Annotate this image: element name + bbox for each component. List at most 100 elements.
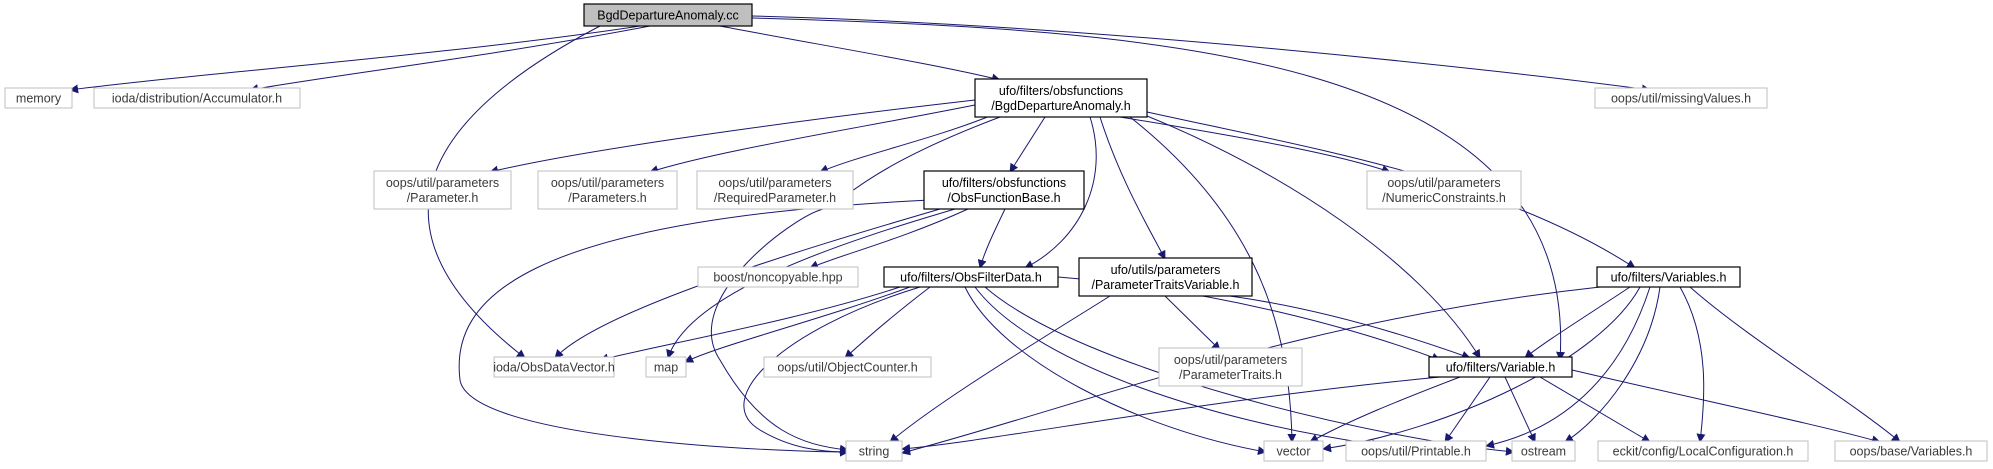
node-label: map [654,361,678,375]
node-label: vector [1276,445,1310,459]
node-label: string [859,445,890,459]
node-label: /Parameter.h [407,191,479,205]
node-string[interactable]: string [845,440,903,462]
edge-root-to-missing [751,15,1651,94]
node-box [696,170,854,210]
node-label: boost/noncopyable.hpp [713,271,842,285]
node-label: ufo/filters/Variable.h [1446,361,1556,375]
node-label: oops/util/missingValues.h [1611,92,1751,106]
node-box [645,356,687,378]
edge-obsfilterdata-to-vector [964,286,1267,456]
node-noncopyable[interactable]: boost/noncopyable.hpp [697,266,859,288]
node-box [1596,266,1741,288]
node-box [1597,440,1809,462]
node-label: ioda/ObsDataVector.h [493,361,615,375]
node-obsfnbase[interactable]: ufo/filters/obsfunctions/ObsFunctionBase… [923,170,1085,210]
node-map[interactable]: map [645,356,687,378]
node-label: ufo/utils/parameters [1111,263,1221,277]
node-pt[interactable]: oops/util/parameters/ParameterTraits.h [1158,347,1303,387]
node-vector[interactable]: vector [1263,440,1324,462]
node-numeric[interactable]: oops/util/parameters/NumericConstraints.… [1366,170,1522,210]
node-label: ostream [1521,445,1566,459]
edge-variables_h-to-printable [1485,286,1651,449]
node-box [845,440,903,462]
edge-ptv-to-variable_h [1229,295,1471,360]
node-label: /ObsFunctionBase.h [947,191,1060,205]
node-box [1594,87,1768,109]
node-label: oops/util/Printable.h [1361,445,1471,459]
node-label: eckit/config/LocalConfiguration.h [1613,445,1794,459]
node-box [537,170,678,210]
edge-obsfilterdata-to-map [684,286,911,363]
node-oopsvariables[interactable]: oops/base/Variables.h [1834,440,1988,462]
node-label: BgdDepartureAnomaly.cc [597,9,739,23]
edge-variable_h-to-localconfig [1539,376,1651,443]
node-label: /Parameters.h [568,191,647,205]
node-label: oops/util/ObjectCounter.h [777,361,917,375]
node-label: /ParameterTraitsVariable.h [1092,278,1240,292]
node-label: oops/util/parameters [551,176,664,190]
node-box [923,170,1085,210]
node-ostream[interactable]: ostream [1511,440,1576,462]
edge-obsfnbase-to-string [458,199,931,457]
edge-root-to-obsfn [719,25,1001,83]
node-label: oops/util/parameters [386,176,499,190]
edge-obsfilterdata-to-objectcounter [844,286,931,359]
node-variables_h[interactable]: ufo/filters/Variables.h [1596,266,1741,288]
node-box [1366,170,1522,210]
node-label: ufo/filters/Variables.h [1611,271,1727,285]
node-box [1834,440,1988,462]
edge-obsfn-to-param [489,99,976,175]
edge-variable_h-to-string [901,376,1441,453]
node-obsfn[interactable]: ufo/filters/obsfunctions/BgdDepartureAno… [974,78,1148,118]
node-root[interactable]: BgdDepartureAnomaly.cc [583,3,753,27]
edge-obsfilterdata-to-obsdatavector [599,286,901,363]
node-memory[interactable]: memory [4,87,73,109]
edge-obsfn-to-vector [1129,116,1297,443]
edge-obsfn-to-obsfilterdata [1024,116,1097,269]
node-accumulator[interactable]: ioda/distribution/Accumulator.h [93,87,301,109]
edge-variables_h-to-vector [1322,286,1641,453]
edge-obsfn-to-obsfnbase [1009,116,1046,173]
node-printable[interactable]: oops/util/Printable.h [1345,440,1487,462]
nodes: BgdDepartureAnomaly.cc memory ioda/distrib… [4,3,1988,462]
edge-root-to-variable_h [751,17,1566,361]
edge-ptv-to-pt [1164,295,1221,351]
node-label: oops/util/parameters [1387,176,1500,190]
edge-variables_h-to-localconfig [1679,286,1706,443]
node-missing[interactable]: oops/util/missingValues.h [1594,87,1768,109]
node-box [697,266,859,288]
edge-variables_h-to-oopsvariables [1689,286,1901,443]
edge-obsfn-to-reqparam [819,115,991,173]
node-label: /RequiredParameter.h [714,191,836,205]
edge-obsfilterdata-to-string [743,286,921,457]
node-localconfig[interactable]: eckit/config/LocalConfiguration.h [1597,440,1809,462]
node-ptv[interactable]: ufo/utils/parameters/ParameterTraitsVari… [1078,257,1253,297]
edge-obsfn-to-params [649,103,981,174]
edge-root-to-accumulator [249,25,651,93]
node-reqparam[interactable]: oops/util/parameters/RequiredParameter.h [696,170,854,210]
edge-obsfn-to-variable_h [1146,115,1481,359]
node-obsfilterdata[interactable]: ufo/filters/ObsFilterData.h [883,266,1059,288]
node-box [1158,347,1303,387]
edge-variable_h-to-vector [1309,376,1461,443]
node-objectcounter[interactable]: oops/util/ObjectCounter.h [763,356,932,378]
node-box [1078,257,1253,297]
node-box [4,87,73,109]
node-label: ufo/filters/ObsFilterData.h [900,271,1042,285]
node-box [493,356,615,378]
edge-variables_h-to-ostream [1564,286,1661,443]
node-obsdatavector[interactable]: ioda/ObsDataVector.h [493,356,615,378]
node-box [1345,440,1487,462]
node-variable_h[interactable]: ufo/filters/Variable.h [1428,356,1573,378]
node-label: /NumericConstraints.h [1382,191,1506,205]
edge-obsfn-to-ptv [1099,116,1166,260]
node-box [763,356,932,378]
node-param[interactable]: oops/util/parameters/Parameter.h [373,170,512,210]
node-params[interactable]: oops/util/parameters/Parameters.h [537,170,678,210]
node-label: oops/util/parameters [718,176,831,190]
edge-obsfilterdata-to-printable [974,286,1381,449]
node-box [583,3,753,27]
node-label: ufo/filters/obsfunctions [999,84,1123,98]
